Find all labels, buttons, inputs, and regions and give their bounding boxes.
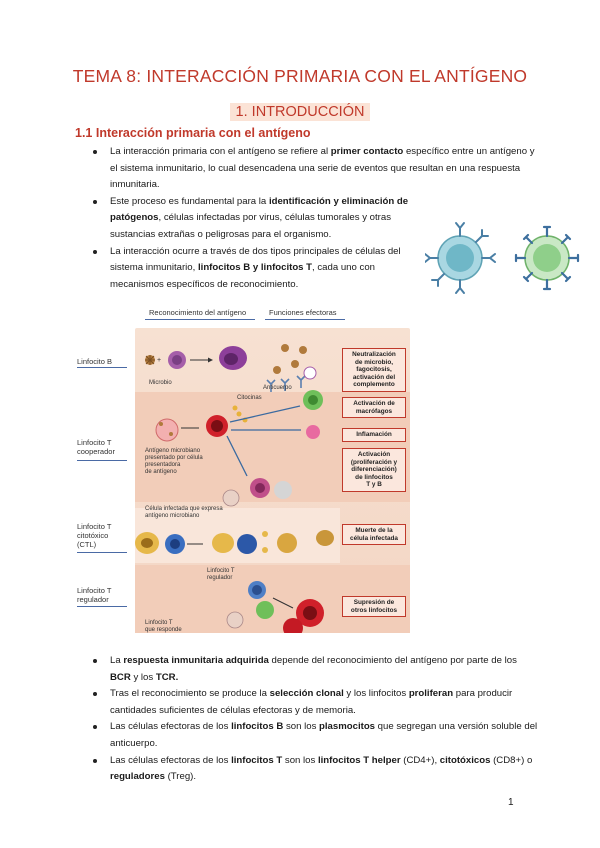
section-heading-text: 1. INTRODUCCIÓN — [229, 103, 371, 121]
figure-cells-illustration: + — [135, 344, 340, 633]
text-run: Las células efectoras de los — [110, 721, 232, 733]
text-run: son los — [282, 754, 318, 766]
effect-box-lymphocyte-activation: Activación (proliferación y diferenciaci… — [342, 448, 406, 492]
bold-text: linfocitos B y linfocitos T — [197, 262, 313, 274]
figure-header-line — [265, 319, 345, 320]
text-run: Tras el reconocimiento se produce la — [110, 688, 270, 700]
bold-text: citotóxicos — [439, 754, 491, 766]
bold-text: linfocitos T helper — [317, 754, 401, 766]
page-number: 1 — [508, 797, 514, 808]
b-cell-icon — [425, 222, 496, 294]
row-label-b-cell: Linfocito B — [77, 357, 113, 366]
list-item: La respuesta inmunitaria adquirida depen… — [80, 653, 540, 686]
subsection-heading: 1.1 Interacción primaria con el antígeno — [75, 126, 311, 140]
outro-bullet-list: La respuesta inmunitaria adquirida depen… — [80, 653, 540, 786]
bold-text: linfocitos T — [231, 754, 283, 766]
figure-note-treg: Linfocito T regulador — [207, 568, 235, 581]
text-run: Este proceso es fundamental para la — [110, 195, 269, 207]
list-item: La interacción primaria con el antígeno … — [80, 144, 540, 194]
row-label-t-reg: Linfocito T regulador — [77, 586, 112, 604]
bold-text: proliferan — [408, 688, 454, 700]
row-divider — [77, 606, 127, 607]
text-run: (Treg). — [164, 771, 197, 783]
lymphocyte-illustrations — [425, 222, 580, 294]
text-run: La — [110, 655, 124, 666]
bold-text: reguladores — [110, 771, 165, 783]
effect-box-inflammation: Inflamación — [342, 428, 406, 442]
text-run: para producir cantidades suficientes de … — [110, 688, 513, 716]
effect-box-neutralization: Neutralización de microbio, fagocitosis,… — [342, 348, 406, 392]
text-run: son los — [283, 721, 320, 733]
row-label-ctl: Linfocito T citotóxico (CTL) — [77, 522, 112, 549]
text-run: y los — [130, 671, 156, 683]
bold-text: linfocitos B — [231, 721, 284, 733]
text-run: y los linfocitos — [343, 688, 409, 700]
t-cell-icon — [514, 225, 580, 291]
bold-text: TCR. — [155, 671, 179, 683]
figure-note-infected-cell: Célula infectada que expresa antígeno mi… — [145, 506, 223, 519]
text-run: , células infectadas por virus, células … — [110, 212, 392, 240]
list-item: Las células efectoras de los linfocitos … — [80, 719, 540, 752]
bold-text: primer contacto — [330, 146, 404, 157]
text-run: (CD8+) o — [490, 754, 533, 766]
effect-box-macrophage-activation: Activación de macrófagos — [342, 397, 406, 418]
text-run: depende del reconocimiento del antígeno … — [268, 655, 517, 666]
bold-text: respuesta inmunitaria adquirida — [123, 655, 269, 666]
bold-text: selección clonal — [269, 688, 344, 700]
immune-response-figure: Reconocimiento del antígeno Funciones ef… — [77, 300, 410, 637]
intro-bullet-list: La interacción primaria con el antígeno … — [80, 144, 540, 293]
text-run: que segregan una versión soluble del ant… — [110, 721, 538, 749]
row-label-t-helper: Linfocito T cooperador — [77, 438, 115, 456]
effect-box-infected-cell-death: Muerte de la célula infectada — [342, 524, 406, 545]
bold-text: identificación y eliminación de patógeno… — [110, 195, 409, 224]
text-run: La interacción ocurre a través de dos ti… — [110, 245, 401, 274]
row-divider — [77, 367, 127, 368]
list-item: Las células efectoras de los linfocitos … — [80, 753, 540, 786]
figure-note-apc: Antígeno microbiano presentado por célul… — [145, 448, 203, 475]
figure-header-recognition: Reconocimiento del antígeno — [149, 308, 247, 317]
row-divider — [77, 460, 127, 461]
text-run: La interacción primaria con el antígeno … — [110, 146, 331, 157]
figure-note-microbe: Microbio — [149, 380, 172, 386]
bold-text: plasmocitos — [319, 721, 376, 733]
list-item: Tras el reconocimiento se produce la sel… — [80, 686, 540, 719]
section-heading: 1. INTRODUCCIÓN — [0, 103, 600, 121]
figure-note-antibody: Anticuerpo — [263, 385, 292, 391]
text-run: (CD4+), — [400, 754, 440, 766]
text-run: específico entre un antígeno y el sistem… — [110, 146, 535, 191]
figure-header-effector: Funciones efectoras — [269, 308, 337, 317]
figure-note-responding-t: Linfocito T que responde — [145, 620, 182, 633]
effect-box-lymphocyte-suppression: Supresión de otros linfocitos — [342, 596, 406, 617]
bold-text: BCR — [110, 671, 131, 683]
row-divider — [77, 552, 127, 553]
figure-note-cytokines: Citocinas — [237, 395, 262, 401]
page-title: TEMA 8: INTERACCIÓN PRIMARIA CON EL ANTÍ… — [72, 66, 528, 86]
text-run: Las células efectoras de los — [110, 754, 232, 766]
text-run: , cada uno con mecanismos específicos de… — [110, 262, 375, 290]
figure-header-line — [145, 319, 255, 320]
list-item: Este proceso es fundamental para la iden… — [80, 194, 420, 244]
microbe-icon — [145, 355, 155, 365]
list-item: La interacción ocurre a través de dos ti… — [80, 244, 420, 294]
svg-text:+: + — [157, 357, 161, 364]
